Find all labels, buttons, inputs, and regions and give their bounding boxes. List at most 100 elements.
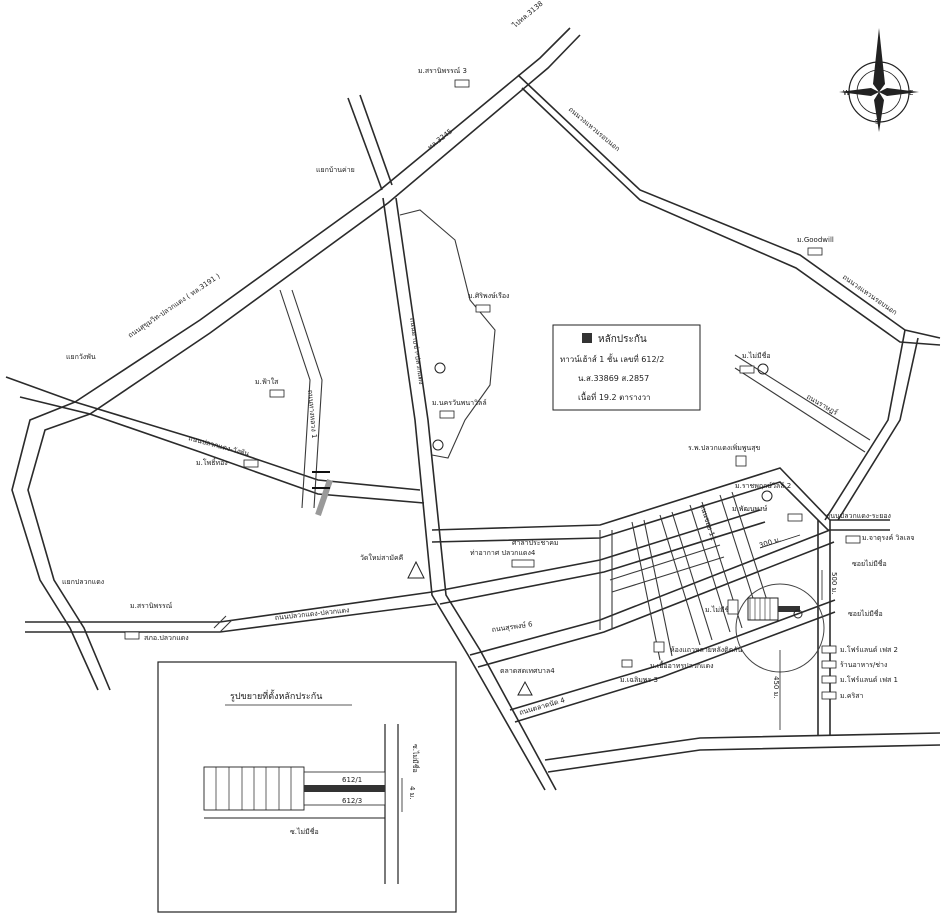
building-icon xyxy=(787,513,803,522)
temple-icon xyxy=(407,560,425,579)
place-pongthong: ม.โพธิ์ทอง xyxy=(196,457,259,468)
building-icon xyxy=(739,365,755,374)
road-main-vertical xyxy=(382,197,546,791)
building-icon xyxy=(807,247,823,256)
place-pho-3: ม.เฉลิมพร 3 xyxy=(620,659,658,684)
place-wat: วัดใหม่สามัคคี xyxy=(360,553,425,579)
road-left-vertical xyxy=(11,401,99,691)
place-pluakdaeng-shop-label: ท่าอากาศ ปลวกแดง4 xyxy=(470,549,536,557)
place-thaphanit-3: ม.โฟร์แลนด์ เฟส 1 xyxy=(821,675,898,684)
label-sriracha-jct: แยกบ้านค่าย xyxy=(316,166,355,174)
place-pluakdaeng-shop: ท่าอากาศ ปลวกแดง4 xyxy=(470,549,536,568)
road-left-vertical-edge xyxy=(27,413,111,691)
label-route-3245: ทล.3245 xyxy=(426,127,454,151)
site-location xyxy=(735,583,825,673)
info-box-frame xyxy=(552,324,701,411)
road-sukhumvit xyxy=(5,27,571,403)
road-town-far-south xyxy=(509,599,836,711)
place-market-label: ตลาดสดเทศบาล4 xyxy=(500,667,555,675)
place-hospital: ร.พ.ปลวกแดงเพิ่มพูนสุข xyxy=(688,443,760,467)
place-nakorn-label: ม.นครวันพนาวิลล์ xyxy=(432,399,487,407)
building-icon xyxy=(511,559,535,568)
road-right-vertical-edge xyxy=(837,337,919,521)
place-soi-noname-label: ซอยไม่มีชื่อ xyxy=(852,559,887,568)
place-pattanapong: ม.พัฒนพงษ์ xyxy=(732,505,803,522)
road-bottom-left-edge xyxy=(25,603,437,633)
road-right-vertical xyxy=(824,329,906,521)
park-icon xyxy=(434,362,446,374)
road-north-branch-edge xyxy=(359,94,393,186)
inset-plot-a: 612/1 xyxy=(342,776,362,784)
label-outer-ring-2: ถนนวงแหวนรอบนอก xyxy=(841,273,899,317)
road-town-north-edge xyxy=(431,481,890,543)
bridge xyxy=(312,471,330,489)
place-pattanapong-label: ม.พัฒนพงษ์ xyxy=(732,505,768,513)
place-thaphanit-1: ม.โฟร์แลนด์ เฟส 2 xyxy=(821,645,898,654)
building-icon xyxy=(269,389,285,398)
road-network xyxy=(5,27,941,791)
place-police-label: สภอ.ปลวกแดง xyxy=(144,634,189,642)
canal xyxy=(315,479,333,516)
building-icon xyxy=(124,631,140,640)
place-rachapruek-label: ม.ราชพฤกษ์วิลล์ 2 xyxy=(735,482,791,490)
hospital-icon xyxy=(735,455,747,467)
road-main-vertical-edge xyxy=(395,197,557,791)
place-siripong-label: ม.ศิริพงษ์เรือง xyxy=(468,292,509,300)
place-fafai-label: ม.ฟ้าใส xyxy=(255,377,279,386)
distance-line-300 xyxy=(759,534,801,549)
place-saranipat-3-label: ม.สรานิพรรณ์ 3 xyxy=(418,67,467,75)
road-lake-loop xyxy=(399,209,496,459)
road-fasai xyxy=(279,289,311,509)
place-thaphanit-2: ร้านอาหาร/ช่าง xyxy=(821,660,887,669)
road-bottom-east-edge xyxy=(547,744,941,773)
building-icon xyxy=(845,535,861,544)
place-goodwill-label: ม.Goodwill xyxy=(797,236,834,244)
collateral-legend-icon xyxy=(582,333,592,343)
road-town-mid-edge xyxy=(439,521,766,605)
building-icon xyxy=(243,459,259,468)
place-saranipat: ม.สรานิพรรณ์ xyxy=(130,602,173,610)
info-box-title: หลักประกัน xyxy=(598,334,647,345)
compass-west: W xyxy=(843,89,850,97)
road-rachawadee-edge xyxy=(734,367,866,453)
road-sukhumvit-edge xyxy=(19,34,581,415)
road-north-branch xyxy=(347,97,383,191)
place-phornchai: ม.ไม่มีชื่อ xyxy=(705,599,739,615)
building-icon xyxy=(821,691,837,700)
inset-soi-bottom: ซ.ไม่มีชื่อ xyxy=(290,827,319,836)
place-hospital-label: ร.พ.ปลวกแดงเพิ่มพูนสุข xyxy=(688,443,760,452)
info-box-line3: เนื้อที่ 19.2 ตารางวา xyxy=(578,391,651,402)
site-marker xyxy=(778,606,800,612)
distance-markers: 300 ม. 500 ม. 450 ม. xyxy=(758,534,838,730)
building-icon xyxy=(727,599,739,615)
place-wat-label: วัดใหม่สามัคคี xyxy=(360,553,404,562)
place-phornchai-label: ม.ไม่มีชื่อ xyxy=(705,605,734,614)
place-maimee: ม.ไม่มีชื่อ xyxy=(739,351,771,375)
place-nakorn: ม.นครวันพนาวิลล์ xyxy=(432,399,487,419)
road-grid-v3 xyxy=(659,511,713,646)
place-kritsana: ม.คริสา xyxy=(821,691,864,700)
distance-300: 300 ม. xyxy=(758,535,782,550)
label-ratsadon: ถนนราษฎร์ xyxy=(805,393,839,417)
building-icon xyxy=(821,645,837,654)
place-siripong: ม.ศิริพงษ์เรือง xyxy=(468,292,509,313)
place-thaphanit-2-label: ร้านอาหาร/ช่าง xyxy=(840,661,887,669)
place-fafai: ม.ฟ้าใส xyxy=(255,377,285,398)
park-icon xyxy=(432,439,444,451)
road-outer-ring-edge xyxy=(521,87,941,346)
compass-north: N xyxy=(875,61,882,71)
inset-row-house-dividers xyxy=(215,767,292,810)
place-kritsana-label: ม.คริสา xyxy=(840,692,864,700)
junction-labels: แยกบ้านค่าย แยกวังพัน แยกปลวกแดง xyxy=(62,166,355,586)
place-pho-3-label: ม.เฉลิมพร 3 xyxy=(620,676,658,684)
place-chaturapak-label: ม.จาตุรงค์ วิลเลจ xyxy=(862,534,915,542)
place-shop-row: ห้องแถวหลายหลังติดกัน xyxy=(653,641,743,654)
place-thaphanit-1-label: ม.โฟร์แลนด์ เฟส 2 xyxy=(840,645,898,654)
place-pongthong-label: ม.โพธิ์ทอง xyxy=(196,457,228,467)
label-wangphai-jct: แยกวังพัน xyxy=(66,353,96,361)
place-school-label: ศาลาประชาคม xyxy=(512,539,559,547)
site-building-block xyxy=(747,597,779,621)
road-wangphai xyxy=(74,401,421,491)
compass: N S E W xyxy=(839,28,919,132)
